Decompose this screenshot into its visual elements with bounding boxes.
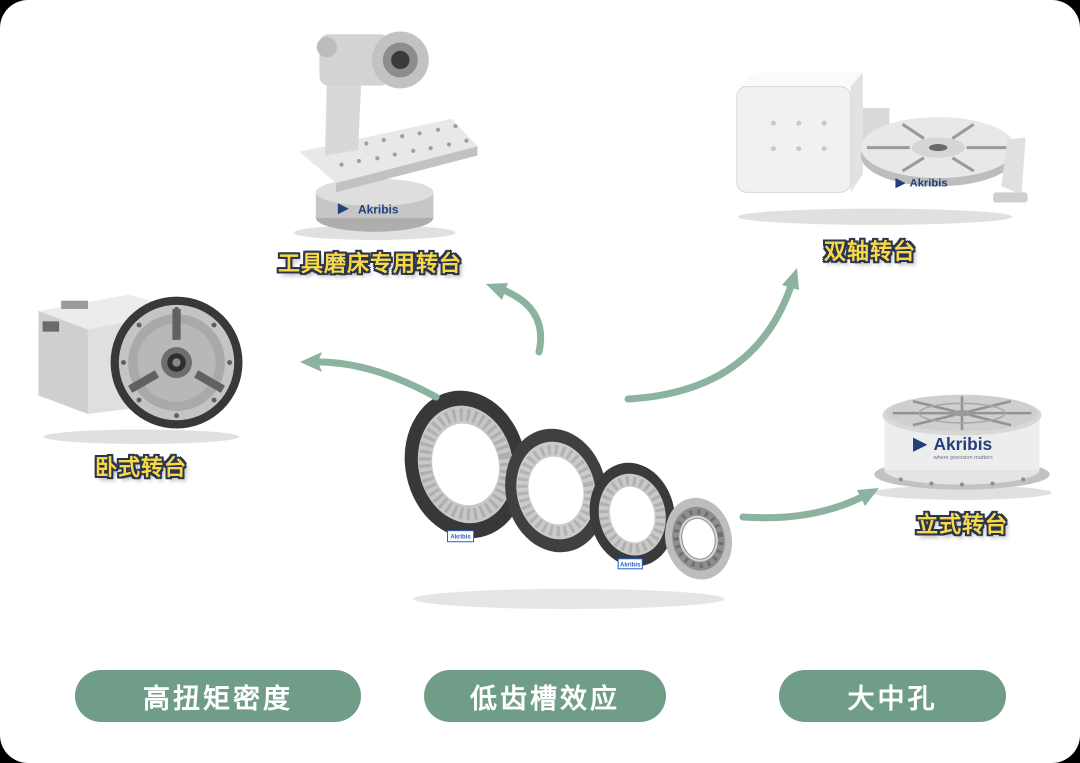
vertical-table-illustration: Akribis where precision matters (872, 394, 1052, 500)
product-label-vertical: 立式转台 (915, 512, 1008, 537)
product-figure-tool-grinder: Akribis 工具磨床专用转台 (232, 12, 508, 278)
motor-rings-illustration: Akribis Akribis (404, 390, 733, 609)
motor-label-chip (447, 530, 475, 543)
product-figure-vertical: Akribis where precision matters 立式转台 (860, 360, 1064, 539)
horizontal-table-illustration (38, 294, 243, 444)
flange-bolts (898, 477, 1026, 487)
product-label-dual-axis: 双轴转台 (823, 239, 916, 264)
akribis-logo-icon (913, 437, 928, 452)
akribis-logo-text: Akribis (933, 434, 992, 454)
spindle-bore (391, 50, 410, 70)
arrow-to-vertical-table (739, 488, 879, 522)
motor-label-chip (617, 558, 643, 570)
motor-rings-figure: Akribis Akribis (383, 362, 755, 613)
motor-ring-1 (404, 390, 527, 539)
akribis-logo-text: Akribis (620, 562, 641, 568)
product-label-tool-grinder: 工具磨床专用转台 (277, 251, 462, 276)
motor-ring-4 (664, 497, 733, 580)
platter-slots (866, 122, 1010, 173)
product-figure-horizontal: 卧式转台 (30, 276, 252, 482)
chuck-slots (128, 308, 226, 393)
akribis-logo-icon (337, 203, 349, 215)
motor-ring-3 (589, 462, 675, 567)
feature-pill-high-torque-density: 高扭矩密度 (75, 670, 361, 722)
akribis-logo-text: Akribis (910, 177, 948, 189)
feature-pill-low-cogging: 低齿槽效应 (424, 670, 666, 722)
tool-grinder-illustration: Akribis (293, 31, 478, 240)
housing-bolts (770, 120, 827, 152)
feature-pill-large-bore: 大中孔 (779, 670, 1006, 722)
product-label-horizontal: 卧式转台 (94, 455, 187, 480)
dual-axis-illustration: Akribis (736, 72, 1028, 225)
akribis-tagline-text: where precision matters (932, 455, 993, 461)
arrow-to-tool-grinder-table (486, 283, 545, 356)
motor-ring-2 (505, 428, 607, 553)
product-figure-dual-axis: Akribis 双轴转台 (712, 52, 1028, 266)
akribis-logo-icon (895, 178, 906, 189)
akribis-logo-text: Akribis (450, 535, 471, 541)
akribis-logo-text: Akribis (358, 202, 399, 216)
